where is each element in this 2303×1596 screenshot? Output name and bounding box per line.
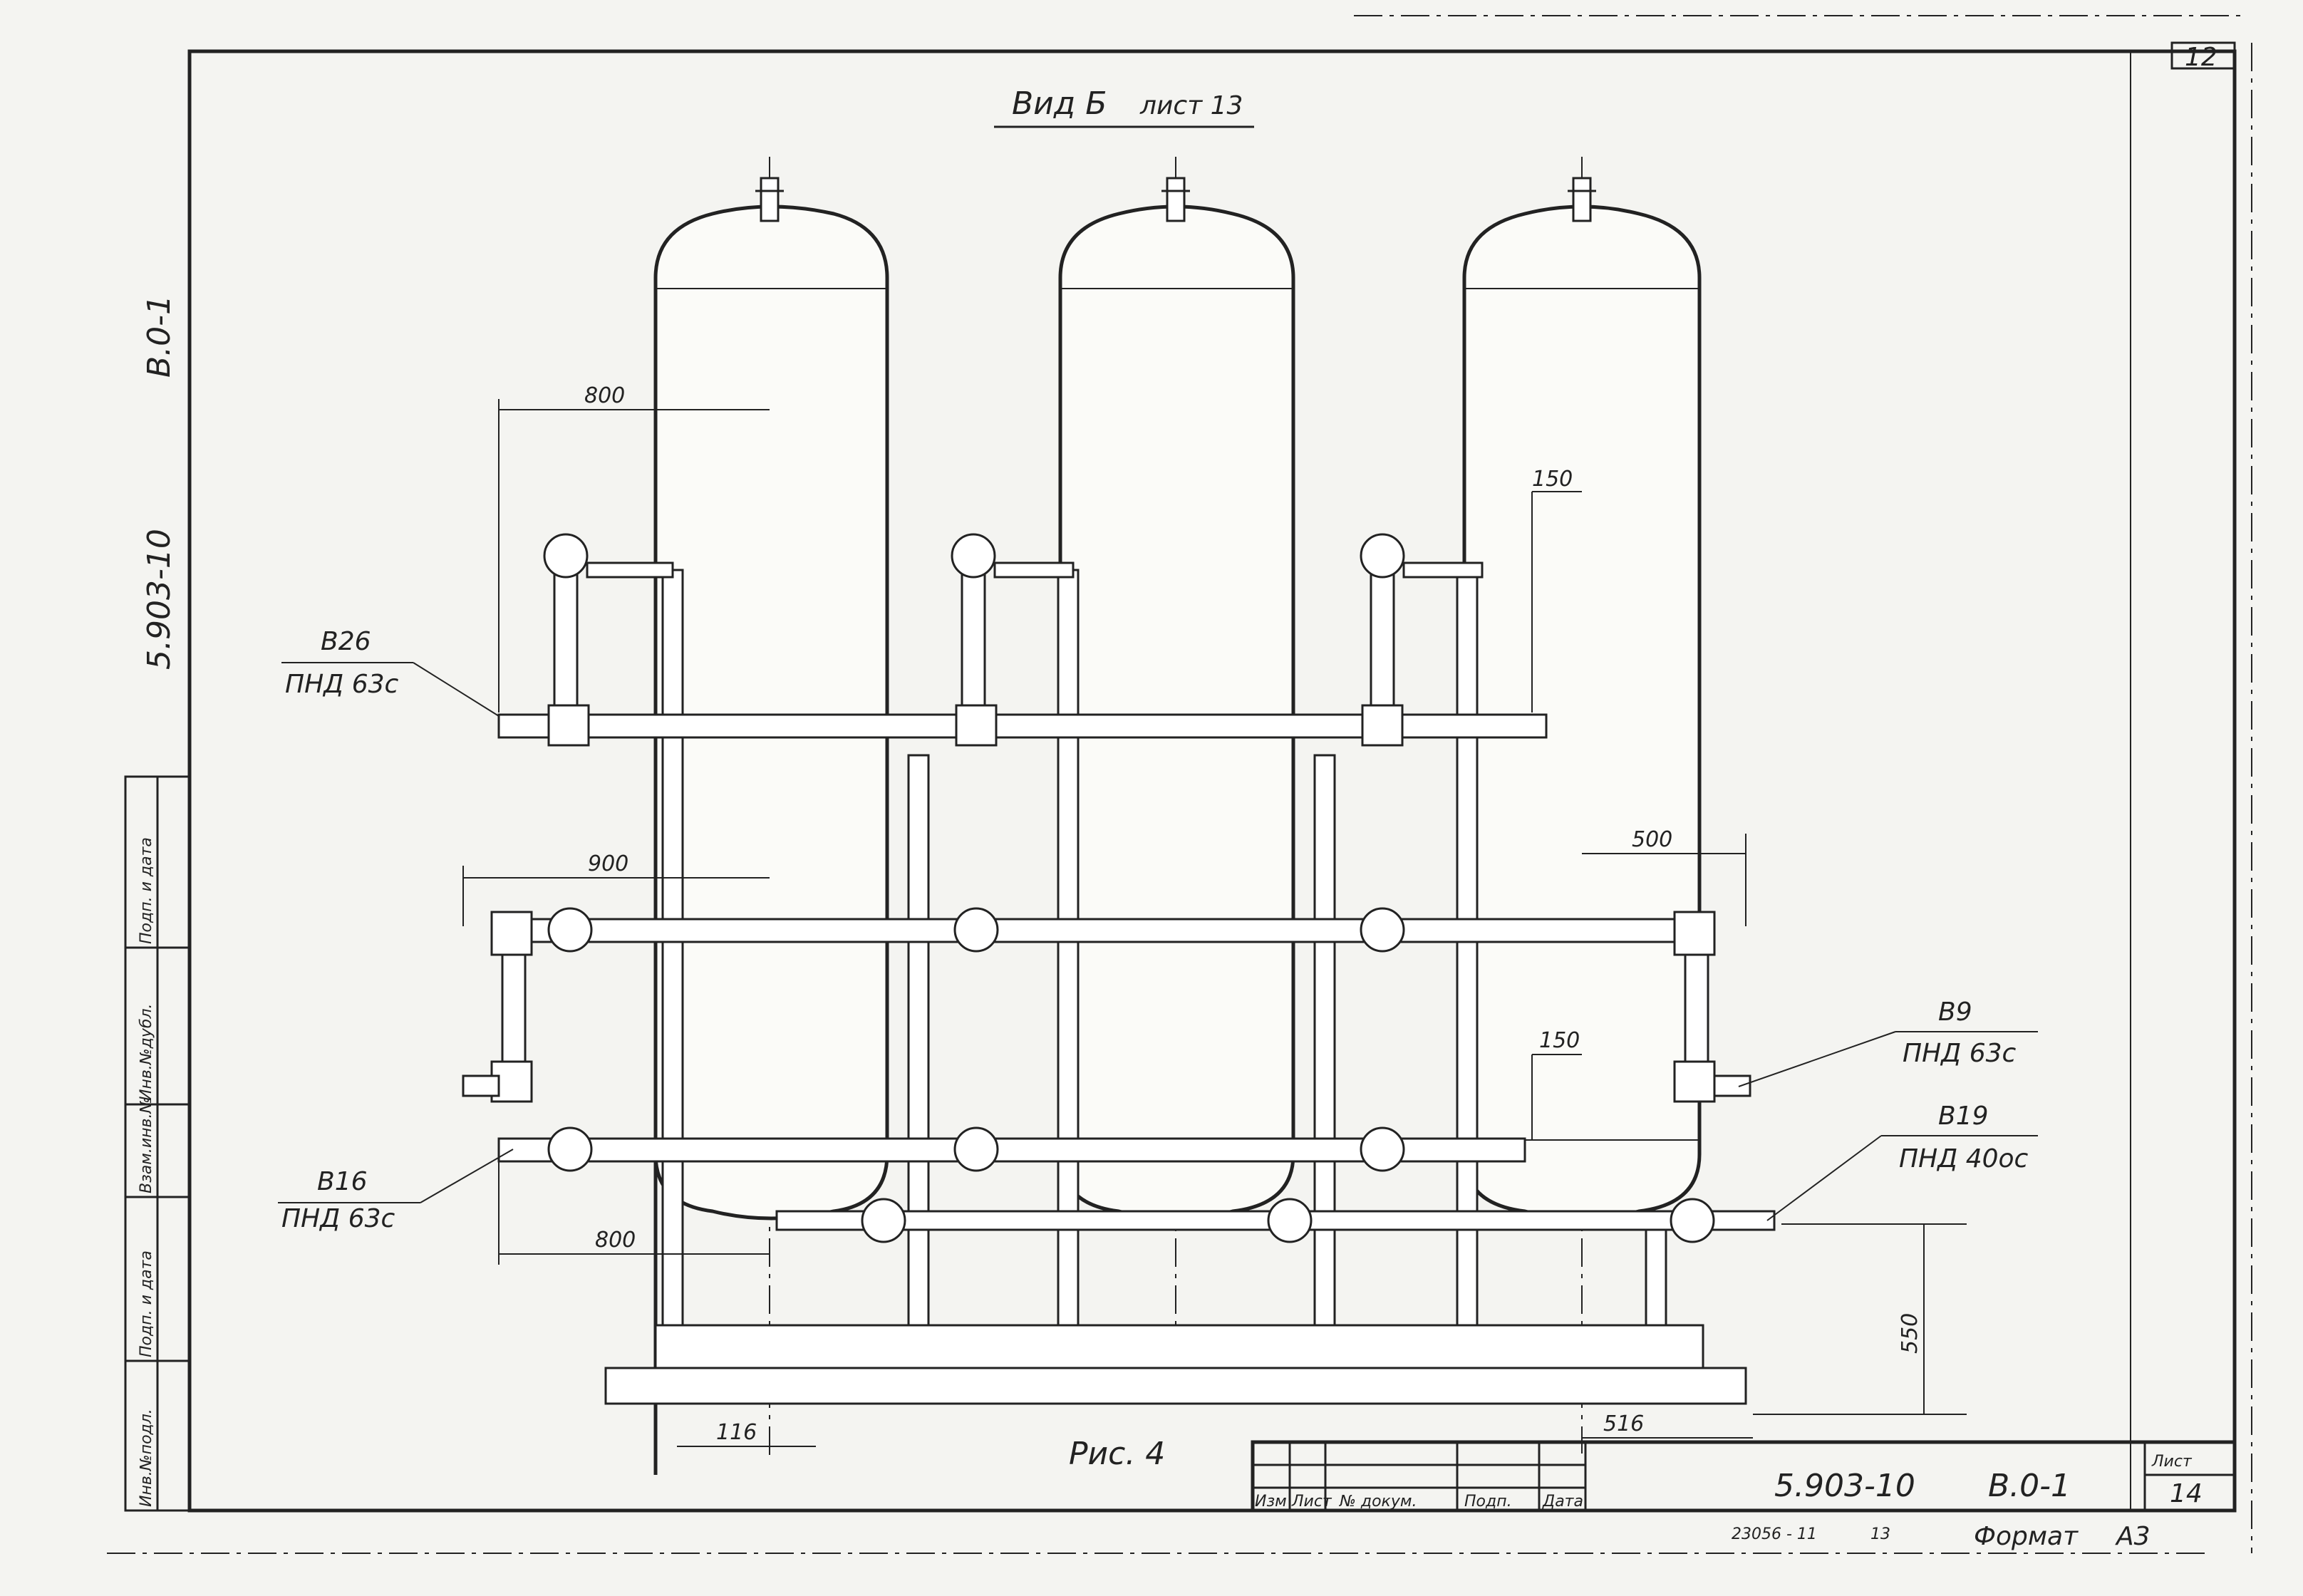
dim-upper-right: 150	[1532, 467, 1573, 492]
stamp-cell-5: Инв.№подл.	[138, 1409, 155, 1507]
pipe-label-b9: В9 ПНД 63с	[1738, 998, 2038, 1087]
tb-header-doc: № докум.	[1339, 1493, 1417, 1510]
dim-lower-right: 150	[1539, 1028, 1580, 1053]
corner-sheet-number: 12	[2185, 43, 2217, 72]
dim-bottom-left: 116	[716, 1420, 757, 1445]
dimension-lines: 800 900 800 150 500 150 550 116 516	[462, 383, 1967, 1447]
tank-middle	[1058, 177, 1295, 1340]
skid-frame	[654, 1324, 1704, 1369]
dim-bottom-right: 516	[1603, 1411, 1644, 1436]
label-b26-code: В26	[321, 627, 371, 656]
header-b16	[497, 1137, 1526, 1163]
title-block: Изм Лист № докум. Подп. Дата 5.903-10 В.…	[1251, 1440, 2237, 1551]
label-b19-code: В19	[1938, 1102, 1989, 1131]
header-pipes	[462, 704, 1776, 1243]
tank-left	[653, 177, 889, 1475]
upper-risers	[543, 533, 1484, 721]
label-b26-material: ПНД 63с	[285, 670, 399, 699]
tb-format-value: А3	[2115, 1522, 2151, 1551]
margin-doc-code: 5.903-10	[141, 529, 177, 670]
tank-right	[1462, 177, 1702, 1340]
tb-order-number: 23056 - 11	[1732, 1525, 1817, 1543]
dim-top-offset: 800	[584, 383, 625, 408]
dim-height-right: 550	[1898, 1313, 1922, 1354]
figure-caption: Рис. 4	[1069, 1436, 1165, 1472]
view-sheet-ref: лист 13	[1139, 91, 1243, 120]
view-title: Вид Б	[1012, 86, 1107, 122]
tb-header-izm: Изм	[1255, 1493, 1287, 1510]
label-b16-material: ПНД 63с	[281, 1204, 395, 1233]
tb-header-list: Лист	[1291, 1493, 1332, 1510]
pipe-label-b26: В26 ПНД 63с	[281, 627, 500, 717]
dim-middle-offset: 900	[588, 851, 628, 876]
tb-doc-part: В.0-1	[1988, 1468, 2071, 1504]
tb-sheet-label: Лист	[2151, 1453, 2193, 1471]
margin-doc-part: В.0-1	[141, 295, 177, 378]
stamp-cell-4: Подп. и дата	[138, 1250, 155, 1357]
dim-lower-offset: 800	[595, 1228, 636, 1253]
dim-right-offset: 500	[1632, 827, 1672, 852]
tb-format-label: Формат	[1974, 1522, 2079, 1551]
base-plate	[604, 1367, 1747, 1405]
header-middle	[490, 918, 1697, 943]
vertical-pipes	[661, 569, 1667, 1327]
tb-order-suffix: 13	[1870, 1525, 1890, 1543]
pipe-label-b19: В19 ПНД 40ос	[1766, 1102, 2038, 1221]
stamp-cell-2: Инв.№дубл.	[138, 1003, 155, 1101]
side-stamp: Подп. и дата Инв.№дубл. Взам.инв.№ Подп.…	[124, 775, 191, 1512]
tb-sheet-number: 14	[2170, 1479, 2203, 1508]
label-b9-material: ПНД 63с	[1903, 1039, 2017, 1068]
label-b19-material: ПНД 40ос	[1899, 1144, 2029, 1173]
label-b16-code: В16	[317, 1167, 368, 1196]
stamp-cell-3: Взам.инв.№	[138, 1097, 155, 1193]
stamp-cell-1: Подп. и дата	[138, 837, 155, 944]
tb-doc-code: 5.903-10	[1774, 1468, 1915, 1504]
label-b9-code: В9	[1938, 998, 1972, 1027]
tb-header-sign: Подп.	[1464, 1493, 1512, 1510]
tb-header-date: Дата	[1542, 1493, 1583, 1510]
pipe-label-b16: В16 ПНД 63с	[278, 1149, 514, 1233]
